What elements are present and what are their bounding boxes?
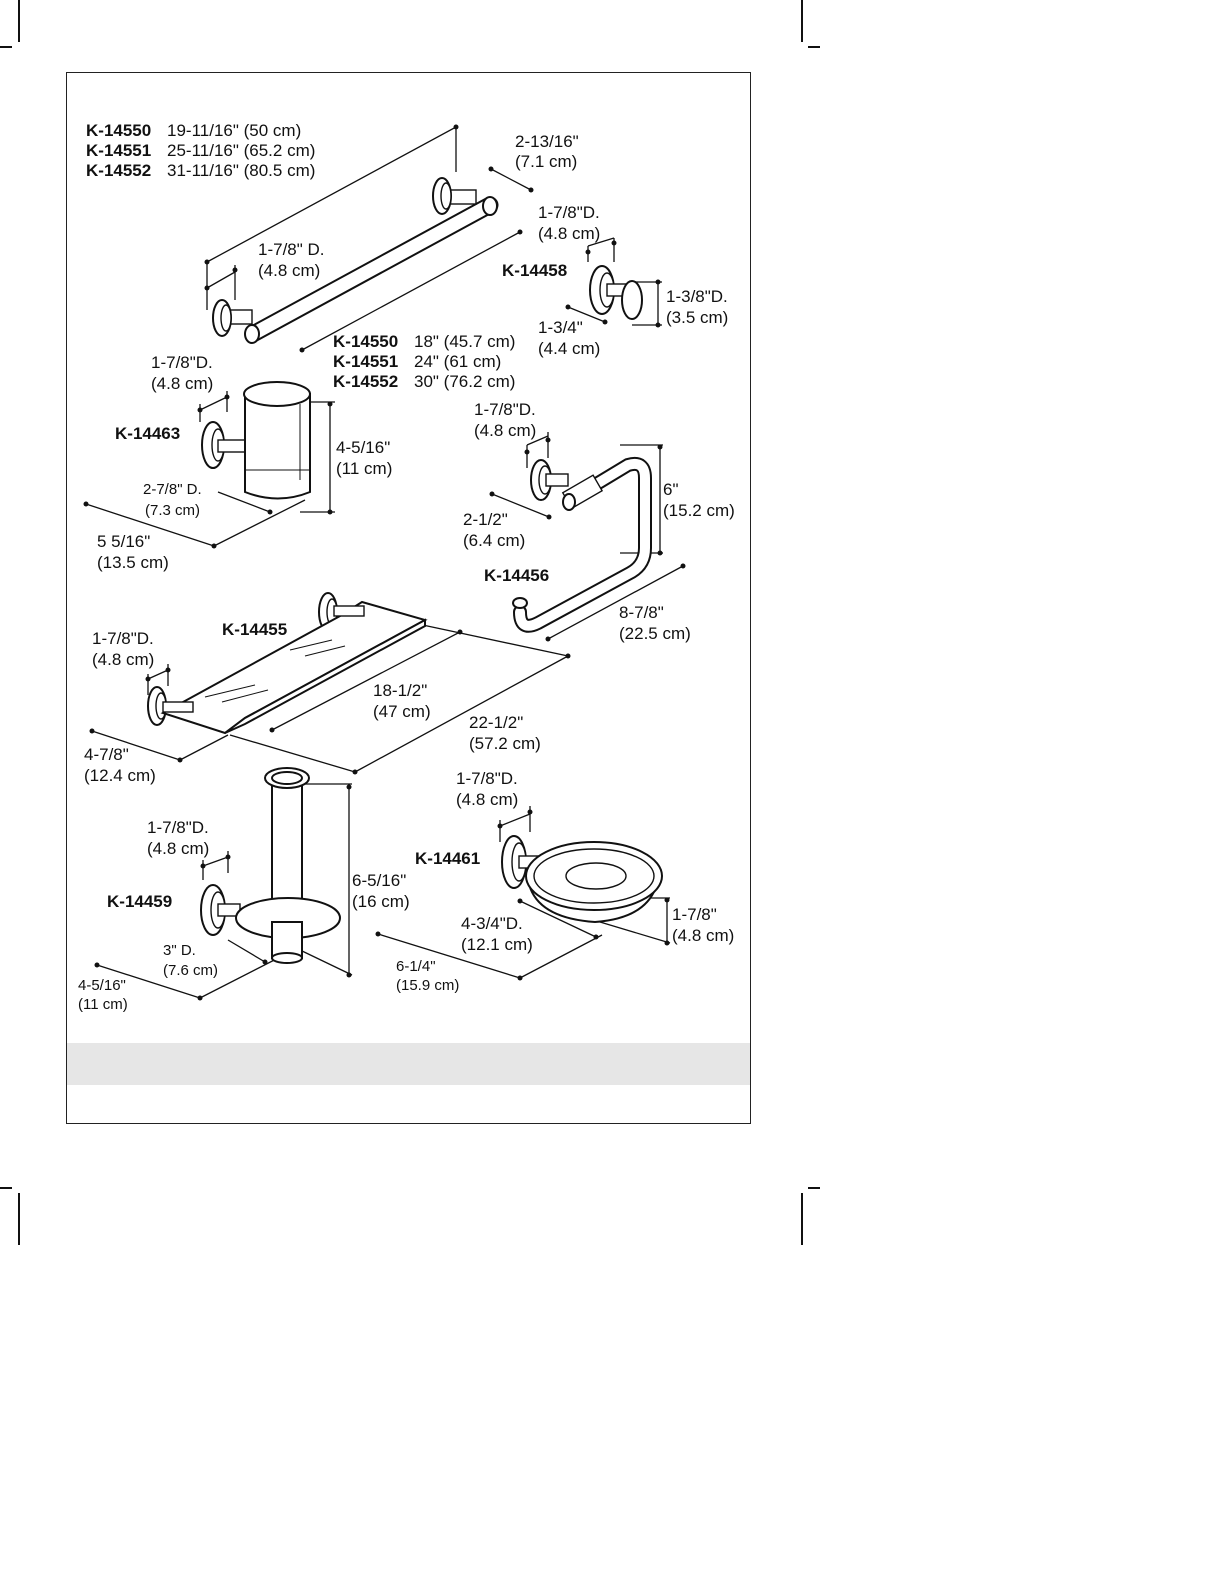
soap-dish-diameter: 1-7/8"D. (456, 769, 518, 788)
paper-holder-plate-diameter-metric: (7.6 cm) (163, 962, 218, 979)
robe-hook-model: K-14458 (502, 261, 567, 280)
towel-bar-overall-3: 31-11/16" (80.5 cm) (167, 161, 315, 180)
robe-hook-projection-metric: (4.4 cm) (538, 339, 600, 358)
soap-dish-height: 1-7/8" (672, 905, 717, 924)
gray-band (67, 1043, 750, 1085)
towel-ring-width: 8-7/8" (619, 603, 664, 622)
crop-mark (0, 46, 12, 48)
towel-bar-length-3: 30" (76.2 cm) (414, 372, 515, 391)
shelf-depth: 4-7/8" (84, 745, 129, 764)
shelf-drawing (89, 592, 571, 775)
towel-bar-length-model-1: K-14550 (333, 332, 398, 351)
shelf-diameter: 1-7/8"D. (92, 629, 154, 648)
towel-ring-height: 6" (663, 480, 679, 499)
towel-bar-overall-1: 19-11/16" (50 cm) (167, 121, 301, 140)
shelf-glass-length: 18-1/2" (373, 681, 427, 700)
tumbler-diameter-metric: (4.8 cm) (151, 374, 213, 393)
paper-holder-plate-diameter: 3" D. (163, 942, 196, 959)
towel-ring-diameter: 1-7/8"D. (474, 400, 536, 419)
towel-bar-model-2: K-14551 (86, 141, 151, 160)
towel-ring-offset-metric: (6.4 cm) (463, 531, 525, 550)
towel-ring-width-metric: (22.5 cm) (619, 624, 691, 643)
towel-bar-length-2: 24" (61 cm) (414, 352, 501, 371)
crop-mark (808, 1187, 820, 1189)
crop-mark (801, 1193, 803, 1245)
soap-dish-drawing (375, 806, 671, 981)
towel-bar-model-3: K-14552 (86, 161, 151, 180)
tumbler-height-metric: (11 cm) (336, 459, 392, 478)
tumbler-height: 4-5/16" (336, 438, 390, 457)
towel-ring-model: K-14456 (484, 566, 549, 585)
soap-dish-projection-metric: (15.9 cm) (396, 977, 459, 994)
crop-mark (18, 1193, 20, 1245)
shelf-overall-length: 22-1/2" (469, 713, 523, 732)
paper-holder-diameter: 1-7/8"D. (147, 818, 209, 837)
towel-ring-height-metric: (15.2 cm) (663, 501, 735, 520)
towel-bar-length-1: 18" (45.7 cm) (414, 332, 515, 351)
soap-dish-projection: 6-1/4" (396, 958, 436, 975)
tumbler-cup-diameter: 2-7/8" D. (143, 481, 202, 498)
soap-dish-dish-diameter: 4-3/4"D. (461, 914, 523, 933)
tumbler-cup-diameter-metric: (7.3 cm) (145, 502, 200, 519)
robe-hook-knob-diameter: 1-3/8"D. (666, 287, 728, 306)
shelf-model: K-14455 (222, 620, 287, 639)
paper-holder-projection-metric: (11 cm) (78, 996, 128, 1013)
towel-bar-projection: 2-13/16" (515, 132, 579, 151)
robe-hook-projection: 1-3/4" (538, 318, 583, 337)
towel-bar-projection-metric: (7.1 cm) (515, 152, 577, 171)
shelf-overall-length-metric: (57.2 cm) (469, 734, 541, 753)
towel-bar-diameter: 1-7/8" D. (258, 240, 325, 259)
soap-dish-model: K-14461 (415, 849, 480, 868)
towel-bar-length-model-3: K-14552 (333, 372, 398, 391)
towel-bar-diameter-metric: (4.8 cm) (258, 261, 320, 280)
soap-dish-diameter-metric: (4.8 cm) (456, 790, 518, 809)
shelf-diameter-metric: (4.8 cm) (92, 650, 154, 669)
tumbler-projection: 5 5/16" (97, 532, 150, 551)
towel-ring-offset: 2-1/2" (463, 510, 508, 529)
paper-holder-model: K-14459 (107, 892, 172, 911)
crop-mark (0, 1187, 12, 1189)
towel-bar-model-1: K-14550 (86, 121, 151, 140)
paper-holder-height-metric: (16 cm) (352, 892, 410, 911)
towel-bar-overall-2: 25-11/16" (65.2 cm) (167, 141, 315, 160)
robe-hook-diameter: 1-7/8"D. (538, 203, 600, 222)
tumbler-drawing (83, 381, 335, 549)
paper-holder-drawing (94, 767, 353, 1001)
towel-ring-drawing (489, 432, 686, 642)
crop-mark (808, 46, 820, 48)
paper-holder-projection: 4-5/16" (78, 977, 126, 994)
paper-holder-diameter-metric: (4.8 cm) (147, 839, 209, 858)
robe-hook-drawing (565, 237, 662, 328)
shelf-depth-metric: (12.4 cm) (84, 766, 156, 785)
robe-hook-diameter-metric: (4.8 cm) (538, 224, 600, 243)
soap-dish-height-metric: (4.8 cm) (672, 926, 734, 945)
tumbler-model: K-14463 (115, 424, 180, 443)
crop-mark (18, 0, 20, 42)
towel-bar-length-model-2: K-14551 (333, 352, 398, 371)
tumbler-projection-metric: (13.5 cm) (97, 553, 169, 572)
towel-ring-diameter-metric: (4.8 cm) (474, 421, 536, 440)
tumbler-diameter: 1-7/8"D. (151, 353, 213, 372)
crop-mark (801, 0, 803, 42)
shelf-glass-length-metric: (47 cm) (373, 702, 431, 721)
soap-dish-dish-diameter-metric: (12.1 cm) (461, 935, 533, 954)
paper-holder-height: 6-5/16" (352, 871, 406, 890)
towel-bar-drawing (204, 124, 534, 353)
robe-hook-knob-diameter-metric: (3.5 cm) (666, 308, 728, 327)
